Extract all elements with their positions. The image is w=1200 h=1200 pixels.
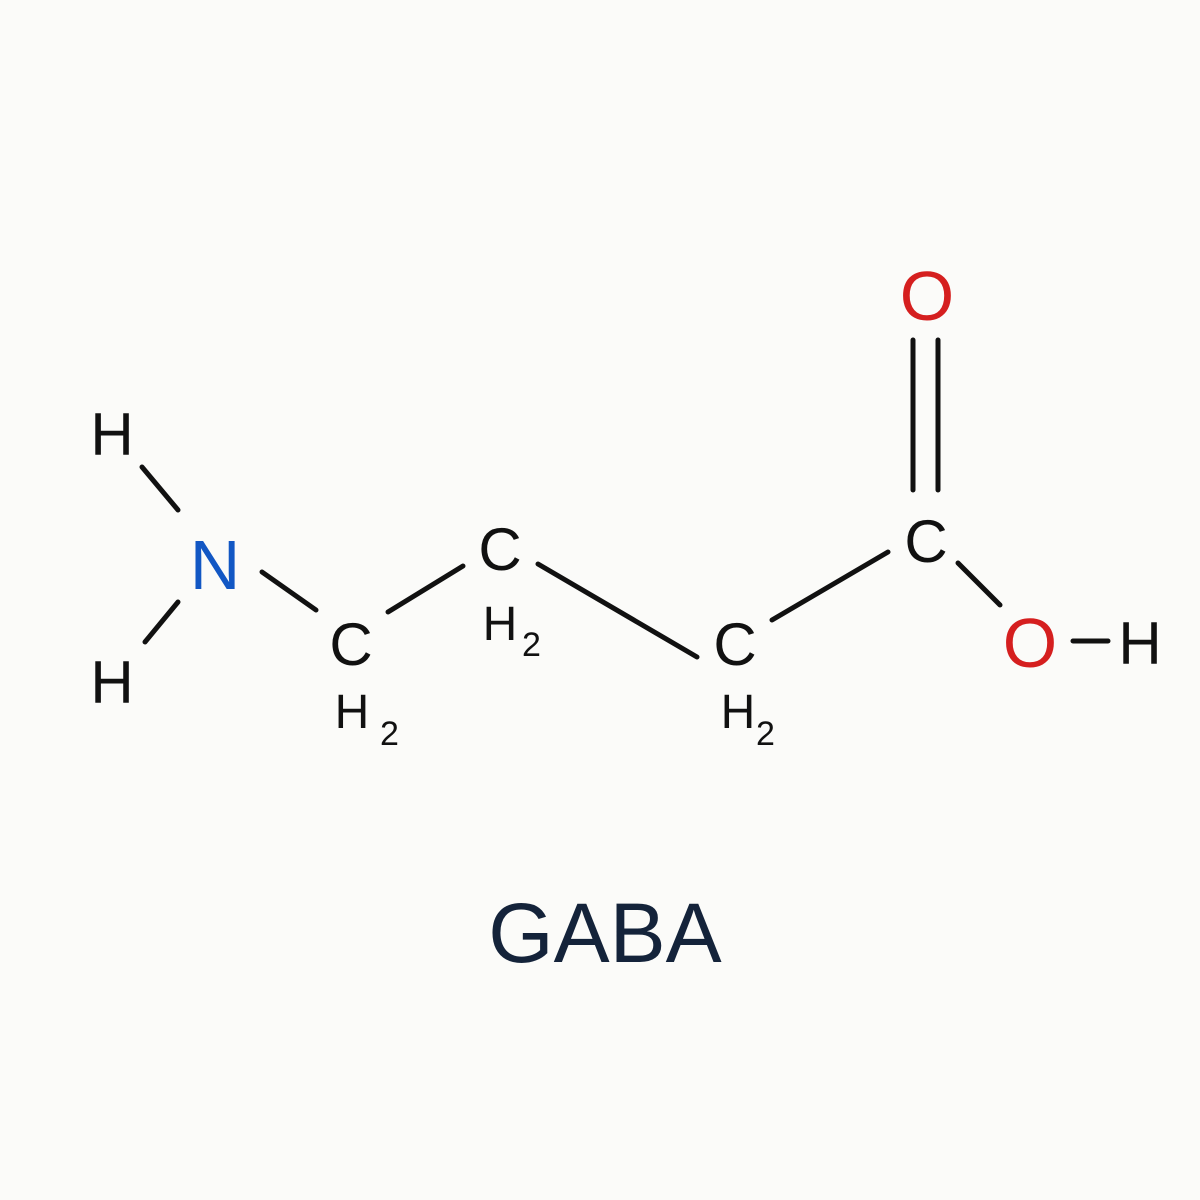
bond-n-c1 [259,569,319,613]
atom-carbon-2-hydrogen: H [483,598,518,651]
bonds [139,337,1111,660]
bond-c1-c2 [385,563,466,615]
atom-carbon-4: C [904,508,947,575]
atom-oxygen-double: O [900,257,954,335]
bond-c3-c4 [769,549,891,623]
atom-carbon-1-hydrogen: H [335,686,370,739]
bond-h-n-bottom [142,599,181,645]
atom-carbon-3-subscript: 2 [756,715,775,753]
atom-nitrogen: N [190,526,241,604]
atom-carbon-1-subscript: 2 [380,715,399,753]
atom-h-top: H [90,401,133,468]
bond-c4-oh [955,560,1003,608]
atom-hydrogen-hydroxyl: H [1118,610,1161,677]
bond-c2-c3 [535,561,700,660]
atom-carbon-1: C [329,611,372,678]
molecule-name-label: GABA [488,886,721,980]
atom-oxygen-hydroxyl: O [1003,604,1057,682]
atom-carbon-3-hydrogen: H [721,686,756,739]
atom-carbon-2: C [478,516,521,583]
atom-carbon-2-subscript: 2 [522,626,541,664]
atom-carbon-3: C [713,611,756,678]
atom-h-bottom: H [90,649,133,716]
bond-h-n-top [139,464,181,513]
